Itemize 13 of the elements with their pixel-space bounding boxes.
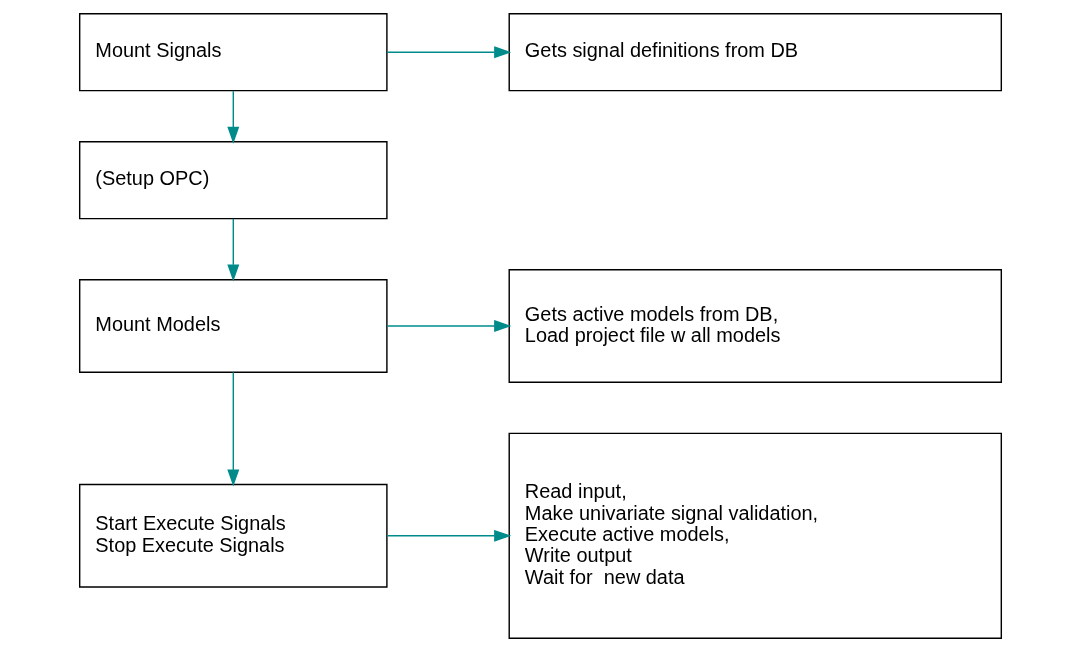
- arrow: [227, 371, 240, 487]
- node-box: (Setup OPC): [79, 141, 388, 220]
- node-box: Gets signal definitions from DB: [508, 13, 1002, 92]
- node-box: Start Execute Signals Stop Execute Signals: [79, 483, 388, 588]
- arrow: [386, 529, 512, 542]
- arrow: [386, 46, 512, 59]
- node-box: Mount Signals: [79, 13, 388, 92]
- arrow: [227, 90, 240, 144]
- arrow: [386, 320, 512, 332]
- node-box: Gets active models from DB, Load project file w all models: [508, 269, 1002, 383]
- arrow: [227, 218, 240, 282]
- node-box: Mount Models: [79, 279, 388, 373]
- node-box: Read input, Make univariate signal validation, Execute active models, Write output Wait for new data: [508, 432, 1002, 639]
